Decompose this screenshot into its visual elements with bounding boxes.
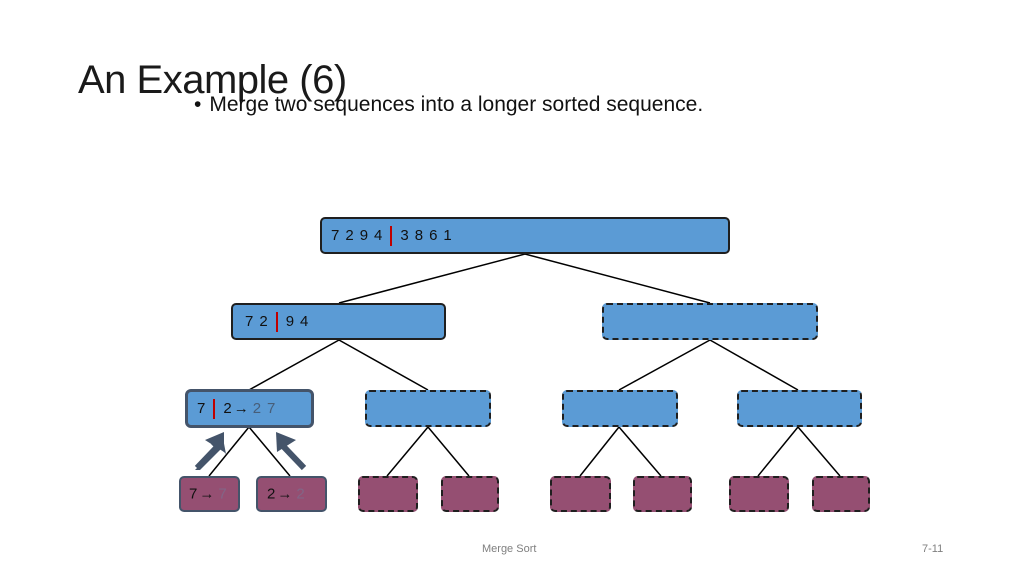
footer-topic: Merge Sort [482, 543, 537, 555]
leaf-6 [633, 476, 692, 512]
leaf-4 [441, 476, 499, 512]
edge-l2a-l3a [248, 339, 340, 391]
split-marker [390, 225, 393, 246]
leaf-1: 7→7 [179, 476, 240, 512]
right-arrow-icon: → [233, 400, 249, 417]
split-marker [275, 311, 278, 332]
leaf-2: 2→2 [256, 476, 327, 512]
edge-l3b-leaf3 [386, 426, 429, 477]
node-level3-b [365, 390, 491, 427]
node-level2-right [602, 303, 818, 340]
bullet-label: Merge two sequences into a longer sorted… [209, 93, 704, 116]
edge-l3d-leaf8 [797, 426, 841, 477]
leaf-5 [550, 476, 611, 512]
leaf-2-sequence: 2→2 [267, 485, 305, 503]
leaf-3 [358, 476, 418, 512]
node-level3-c [562, 390, 678, 427]
edge-l2b-l3c [618, 339, 711, 391]
edge-root-left [338, 253, 526, 304]
edge-l3a-leaf1 [208, 426, 250, 477]
edge-l2a-l3b [338, 339, 429, 391]
edge-root-right [524, 253, 711, 304]
page-number: 7-11 [922, 543, 944, 555]
merge-arrow-right-icon [276, 432, 307, 471]
slide-title: An Example (6) [78, 58, 347, 102]
edge-l3b-leaf4 [427, 426, 470, 477]
node-level3-d [737, 390, 862, 427]
edge-l3d-leaf7 [757, 426, 799, 477]
leaf-8 [812, 476, 870, 512]
edge-l3c-leaf6 [618, 426, 662, 477]
bullet-dot-icon: • [194, 93, 202, 116]
edge-l3c-leaf5 [579, 426, 620, 477]
merge-arrow-left-icon [194, 432, 226, 471]
edge-l3a-leaf2 [248, 426, 291, 477]
right-arrow-icon: → [277, 485, 293, 503]
leaf-7 [729, 476, 789, 512]
right-arrow-icon: → [199, 485, 215, 503]
bullet-text: • Merge two sequences into a longer sorte… [194, 93, 703, 117]
leaf-1-sequence: 7→7 [189, 485, 227, 503]
edge-l2b-l3d [709, 339, 799, 391]
split-marker [213, 398, 216, 419]
